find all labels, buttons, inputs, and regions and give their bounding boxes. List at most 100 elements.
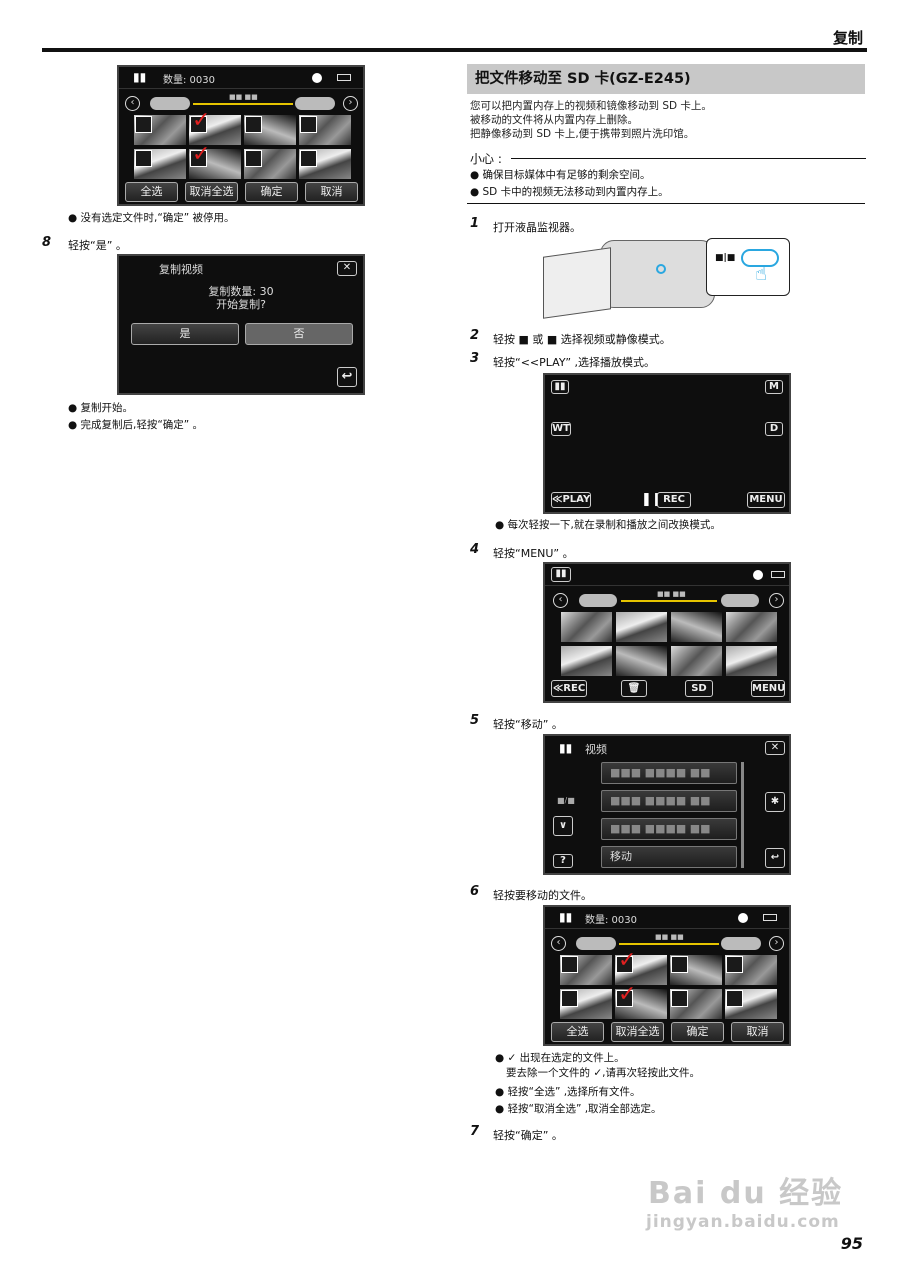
select-all-button[interactable]: 全选 xyxy=(551,1022,604,1042)
checkbox[interactable] xyxy=(135,150,152,167)
step-7-number: 7 xyxy=(470,1124,480,1139)
step-1-number: 1 xyxy=(470,216,480,231)
menu-item[interactable]: ■■■ ■■■■ ■■ xyxy=(601,790,737,812)
scrollbar[interactable] xyxy=(741,762,744,868)
bullet-select: ● ✓ 出现在选定的文件上。 xyxy=(495,1052,625,1064)
thumbnail[interactable] xyxy=(671,612,722,642)
select-all-button[interactable]: 全选 xyxy=(125,182,178,202)
checkbox[interactable] xyxy=(300,116,317,133)
thumbnail[interactable] xyxy=(561,646,612,676)
caution-rule xyxy=(511,158,866,159)
scroll-down-icon[interactable]: ∨ xyxy=(553,816,573,836)
deselect-all-button[interactable]: 取消全选 xyxy=(611,1022,664,1042)
date-pill-left xyxy=(150,97,190,110)
thumbnail[interactable] xyxy=(561,612,612,642)
timeline-track[interactable] xyxy=(193,103,293,105)
next-arrow-icon[interactable]: › xyxy=(769,936,784,951)
checkbox[interactable] xyxy=(190,150,207,167)
cancel-button[interactable]: 取消 xyxy=(731,1022,784,1042)
media-icon xyxy=(312,73,322,83)
checkbox[interactable] xyxy=(190,116,207,133)
thumbnail[interactable] xyxy=(726,612,777,642)
baidu-watermark-logo: Bai du 经验 xyxy=(648,1176,844,1211)
thumbnail[interactable] xyxy=(671,646,722,676)
video-mode-icon[interactable]: ▮▮ xyxy=(551,567,571,582)
media-icon xyxy=(738,913,748,923)
deselect-all-button[interactable]: 取消全选 xyxy=(185,182,238,202)
m-button[interactable]: M xyxy=(765,380,783,394)
back-icon[interactable]: ↩ xyxy=(337,367,357,387)
close-icon[interactable]: ✕ xyxy=(765,741,785,755)
checkbox[interactable] xyxy=(726,990,743,1007)
checkbox[interactable] xyxy=(245,150,262,167)
checkbox[interactable] xyxy=(616,990,633,1007)
intro-text: 您可以把内置内存上的视频和镜像移动到 SD 卡上。 被移动的文件将从内置内存上删… xyxy=(470,99,712,141)
menu-button[interactable]: MENU xyxy=(751,680,785,697)
baidu-watermark-url: jingyan.baidu.com xyxy=(646,1212,840,1232)
prev-arrow-icon[interactable]: ‹ xyxy=(125,96,140,111)
prev-arrow-icon[interactable]: ‹ xyxy=(551,936,566,951)
wt-button[interactable]: WT xyxy=(551,422,571,436)
date-pill-left xyxy=(579,594,617,607)
ok-button[interactable]: 确定 xyxy=(671,1022,724,1042)
bullet-play: ● 每次轻按一下,就在录制和播放之间改换模式。 xyxy=(495,519,721,531)
yes-button[interactable]: 是 xyxy=(131,323,239,345)
checkbox[interactable] xyxy=(245,116,262,133)
copy-dialog-screen: 复制视频 ✕ 复制数量: 30 开始复制? 是 否 ↩ xyxy=(117,254,365,395)
mode-button[interactable] xyxy=(741,249,779,267)
trash-icon[interactable]: 🗑 xyxy=(621,680,647,697)
checkbox[interactable] xyxy=(561,990,578,1007)
checkbox[interactable] xyxy=(671,956,688,973)
checkbox[interactable] xyxy=(300,150,317,167)
video-mode-icon: ▮▮ xyxy=(559,910,573,924)
settings-gear-icon[interactable]: ✱ xyxy=(765,792,785,812)
checkbox[interactable] xyxy=(616,956,633,973)
camcorder-illustration: ■|■ ☝ xyxy=(540,238,792,319)
next-arrow-icon[interactable]: › xyxy=(769,593,784,608)
thumbnail[interactable] xyxy=(616,646,667,676)
back-icon[interactable]: ↩ xyxy=(765,848,785,868)
menu-item[interactable]: ■■■ ■■■■ ■■ xyxy=(601,762,737,784)
menu-button[interactable]: MENU xyxy=(747,492,785,508)
hand-icon: ☝ xyxy=(755,261,768,285)
checkbox[interactable] xyxy=(726,956,743,973)
video-mode-icon[interactable]: ▮▮ xyxy=(551,380,569,394)
step-1-text: 打开液晶监视器。 xyxy=(493,221,581,234)
timeline-track[interactable] xyxy=(621,600,717,602)
intro-line: 被移动的文件将从内置内存上删除。 xyxy=(470,114,638,126)
d-button[interactable]: D xyxy=(765,422,783,436)
bullet-deselect-all: ● 轻按“取消全选” ,取消全部选定。 xyxy=(495,1103,662,1115)
checkbox[interactable] xyxy=(671,990,688,1007)
thumbnail[interactable] xyxy=(726,646,777,676)
timeline-date: ■■ ■■ xyxy=(655,933,684,941)
caution-label: 小心 : xyxy=(470,152,502,166)
sd-button[interactable]: SD xyxy=(685,680,713,697)
play-button[interactable]: ≪PLAY xyxy=(551,492,591,508)
ok-button[interactable]: 确定 xyxy=(245,182,298,202)
caution-item: ● SD 卡中的视频无法移动到内置内存上。 xyxy=(470,186,669,198)
rec-button[interactable]: ≪REC xyxy=(551,680,587,697)
thumbnail[interactable] xyxy=(616,612,667,642)
no-button[interactable]: 否 xyxy=(245,323,353,345)
move-menu-item[interactable]: 移动 xyxy=(601,846,737,868)
rec-button[interactable]: REC xyxy=(657,492,691,508)
status-bar: ▮▮ 数量: 0030 xyxy=(119,67,363,89)
timeline-track[interactable] xyxy=(619,943,719,945)
close-icon[interactable]: ✕ xyxy=(337,261,357,276)
checkbox[interactable] xyxy=(135,116,152,133)
header-rule xyxy=(42,48,867,52)
menu-item[interactable]: ■■■ ■■■■ ■■ xyxy=(601,818,737,840)
camcorder-body xyxy=(600,240,715,308)
bullet-copy-done: ● 完成复制后,轻按“确定” 。 xyxy=(68,419,204,431)
prev-arrow-icon[interactable]: ‹ xyxy=(553,593,568,608)
help-button[interactable]: ? xyxy=(553,854,573,868)
checkbox[interactable] xyxy=(561,956,578,973)
media-icon xyxy=(753,570,763,580)
dialog-line-1: 复制数量: 30 xyxy=(208,285,274,298)
step-2-number: 2 xyxy=(470,328,480,343)
mode-icon-label: ■|■ xyxy=(715,253,736,263)
cancel-button[interactable]: 取消 xyxy=(305,182,358,202)
next-arrow-icon[interactable]: › xyxy=(343,96,358,111)
step-4-text: 轻按“MENU” 。 xyxy=(493,547,574,560)
mode-button-highlight xyxy=(656,264,666,274)
